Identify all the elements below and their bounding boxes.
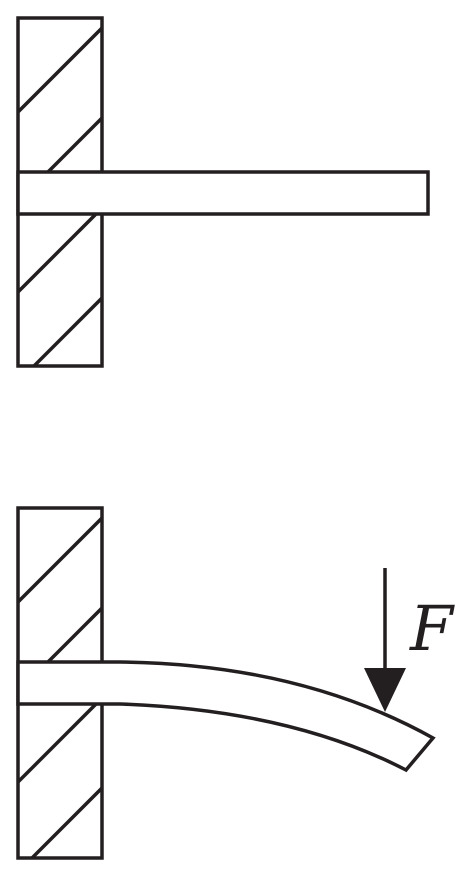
- straight-beam: [16, 170, 430, 216]
- force-label: F: [409, 592, 455, 665]
- loaded-cantilever: F: [16, 506, 455, 860]
- force-arrow: [364, 568, 406, 712]
- bent-beam: [16, 660, 436, 773]
- unloaded-cantilever: [16, 16, 430, 368]
